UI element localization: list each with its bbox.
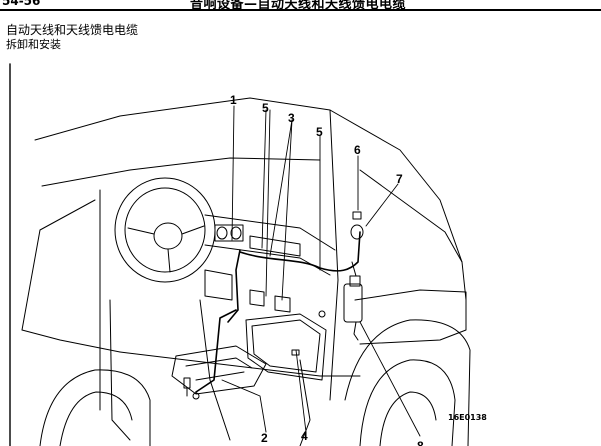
- callout-5-b: 5: [316, 125, 323, 139]
- antenna-motor-assembly: [318, 261, 363, 341]
- floor-cover: [171, 345, 267, 395]
- figure-code: 16E0138: [448, 413, 487, 422]
- leader-lines: [221, 105, 421, 437]
- callout-3: 3: [288, 111, 295, 125]
- rear-wheel: [39, 369, 151, 446]
- callout-1: 1: [230, 93, 237, 107]
- callout-7: 7: [396, 172, 403, 186]
- front-wheel: [344, 319, 471, 446]
- section-subtitle: 拆卸和安装: [6, 38, 61, 51]
- callout-2: 2: [261, 431, 268, 445]
- callout-4: 4: [301, 429, 308, 443]
- instrument-panel: [204, 214, 336, 313]
- section-title: 自动天线和天线馈电电缆: [6, 23, 139, 37]
- antenna-base: [350, 224, 364, 240]
- glove-box: [245, 313, 327, 381]
- vehicle-body-outline: [21, 97, 467, 446]
- page-number: 54-56: [2, 0, 41, 8]
- callout-5-a: 5: [262, 101, 269, 115]
- bolt: [183, 377, 200, 400]
- ring-nut: [352, 211, 362, 220]
- running-header: 54-56 音响设备—自动天线和天线馈电电缆: [0, 0, 601, 11]
- steering-wheel: [114, 177, 216, 283]
- callout-6: 6: [354, 143, 361, 157]
- running-title: 音响设备—自动天线和天线馈电电缆: [190, 0, 407, 11]
- callout-8: 8: [417, 439, 424, 446]
